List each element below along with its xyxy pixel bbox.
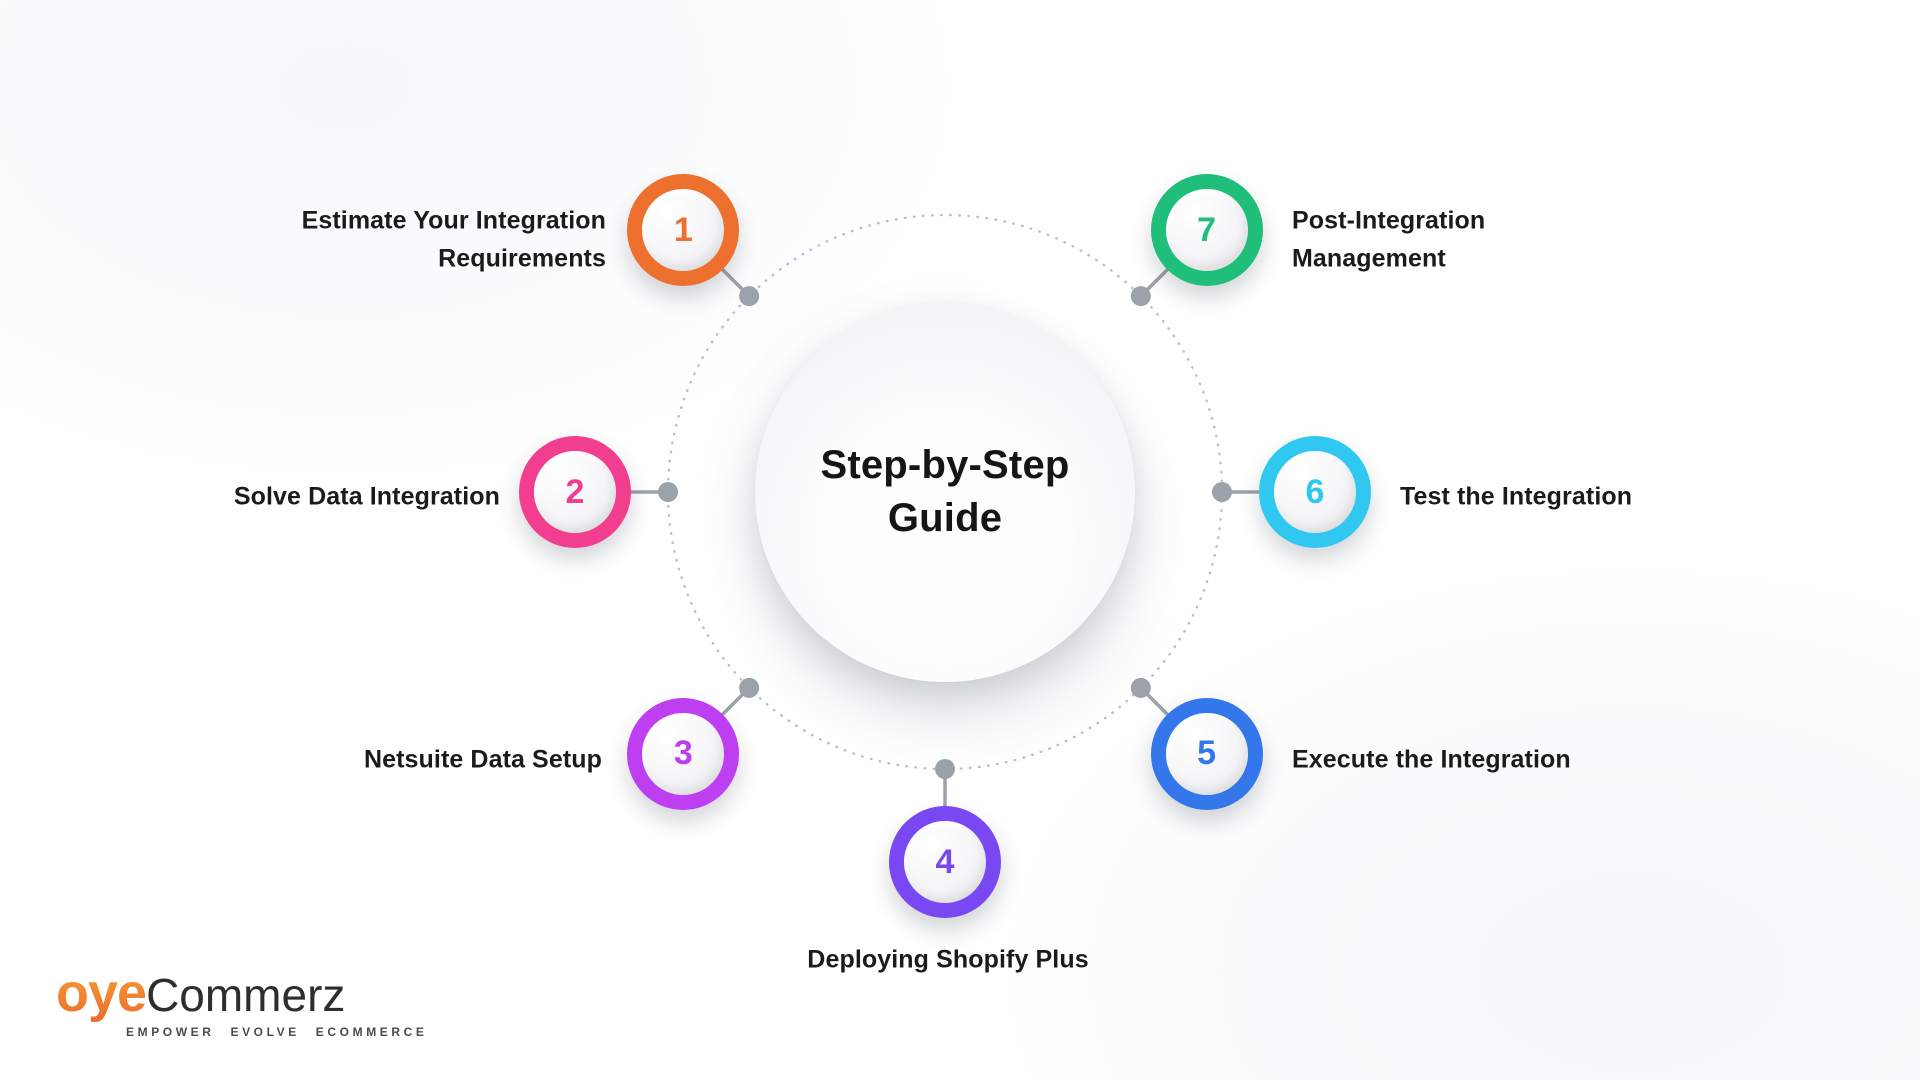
step-node-3: 3 xyxy=(627,697,740,810)
connector-dot-1 xyxy=(739,286,760,307)
step-node-1-inner: 1 xyxy=(642,189,725,272)
step-node-3-inner: 3 xyxy=(642,712,725,795)
step-number-4: 4 xyxy=(935,842,955,881)
step-node-7-inner: 7 xyxy=(1165,189,1248,272)
logo-brand-oye: oye xyxy=(56,963,147,1023)
step-number-2: 2 xyxy=(565,472,585,511)
step-number-7: 7 xyxy=(1197,210,1217,249)
logo-brand-commerz: Commerz xyxy=(146,969,346,1021)
connector-dot-7 xyxy=(1130,286,1151,307)
connector-dot-2 xyxy=(658,482,678,502)
step-node-5-inner: 5 xyxy=(1165,712,1248,795)
step-number-6: 6 xyxy=(1305,472,1325,511)
step-label-3: Netsuite Data Setup xyxy=(363,745,602,774)
step-number-3: 3 xyxy=(673,734,693,773)
step-node-2: 2 xyxy=(519,436,631,548)
step-number-5: 5 xyxy=(1197,734,1217,773)
step-label-2: Solve Data Integration xyxy=(233,482,500,511)
connector-dot-3 xyxy=(739,677,760,698)
center-title: Step-by-Step Guide xyxy=(820,439,1069,545)
step-label-6: Test the Integration xyxy=(1400,482,1633,511)
step-number-1: 1 xyxy=(673,210,693,249)
step-node-7: 7 xyxy=(1150,174,1263,287)
step-label-1: Estimate Your Integration Requirements xyxy=(301,206,606,273)
step-label-7: Post-Integration Management xyxy=(1292,206,1486,273)
step-node-4: 4 xyxy=(889,806,1001,918)
step-node-1: 1 xyxy=(627,174,740,287)
step-label-4: Deploying Shopify Plus xyxy=(807,945,1089,974)
step-node-5: 5 xyxy=(1150,697,1263,810)
center-title-line2: Guide xyxy=(887,496,1003,540)
node-connectors xyxy=(625,264,1265,812)
connector-dot-6 xyxy=(1212,482,1232,502)
step-node-2-inner: 2 xyxy=(534,451,616,533)
center-title-line1: Step-by-Step xyxy=(820,443,1070,488)
connector-dot-5 xyxy=(1130,677,1151,698)
step-label-5: Execute the Integration xyxy=(1292,745,1571,774)
connector-dot-4 xyxy=(935,759,955,779)
step-node-6-inner: 6 xyxy=(1274,451,1356,533)
step-node-6: 6 xyxy=(1259,436,1371,548)
center-circle: Step-by-Step Guide xyxy=(755,302,1135,682)
step-node-4-inner: 4 xyxy=(904,821,986,903)
logo-tagline: EMPOWER EVOLVE ECOMMERCE xyxy=(126,1025,428,1039)
